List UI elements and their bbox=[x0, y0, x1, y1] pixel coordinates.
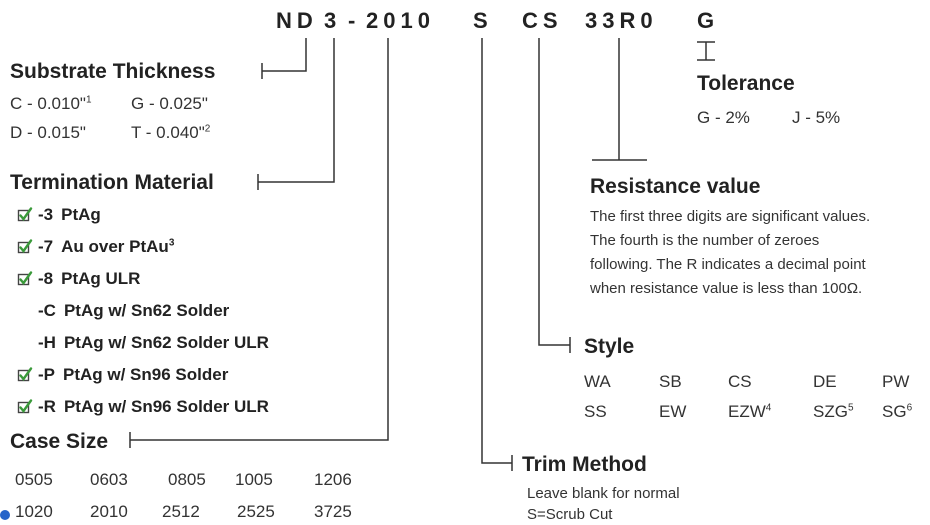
checkbox-checked-icon bbox=[17, 399, 33, 414]
style-ew: EW bbox=[659, 402, 687, 421]
case-size-0805: 0805 bbox=[168, 470, 206, 489]
resistance-line-3: following. The R indicates a decimal poi… bbox=[590, 256, 866, 273]
termination-item: -H PtAg w/ Sn62 Solder ULR bbox=[38, 333, 269, 353]
code-case: 2010 bbox=[366, 8, 435, 33]
substrate-c: C - 0.010"1 bbox=[10, 94, 92, 113]
termination-item: -3 PtAg bbox=[38, 205, 101, 225]
termination-code: -P bbox=[38, 365, 55, 384]
tolerance-title: Tolerance bbox=[697, 72, 795, 95]
case-size-2525: 2525 bbox=[237, 502, 275, 521]
termination-label: PtAg w/ Sn62 Solder ULR bbox=[63, 333, 269, 352]
style-pw: PW bbox=[882, 372, 910, 391]
trim-title: Trim Method bbox=[522, 453, 647, 476]
code-separator: - bbox=[348, 8, 361, 33]
resistance-title: Resistance value bbox=[590, 175, 761, 198]
trim-line-2: S=Scrub Cut bbox=[527, 506, 613, 523]
style-de: DE bbox=[813, 372, 837, 391]
termination-title: Termination Material bbox=[10, 171, 214, 194]
tolerance-g: G - 2% bbox=[697, 108, 750, 127]
termination-code: -H bbox=[38, 333, 56, 352]
style-sg: SG6 bbox=[882, 402, 913, 421]
substrate-title: Substrate Thickness bbox=[10, 60, 216, 83]
termination-item: -C PtAg w/ Sn62 Solder bbox=[38, 301, 229, 321]
style-sb: SB bbox=[659, 372, 682, 391]
connector-case bbox=[130, 38, 389, 441]
termination-code: -C bbox=[38, 301, 56, 320]
checkbox-checked-icon bbox=[17, 271, 33, 286]
termination-code: -8 bbox=[38, 269, 54, 288]
checkbox-checked-icon bbox=[17, 239, 33, 254]
case-size-3725: 3725 bbox=[314, 502, 352, 521]
style-ezw: EZW4 bbox=[728, 402, 772, 421]
style-wa: WA bbox=[584, 372, 611, 391]
code-tolerance: G bbox=[697, 8, 720, 33]
termination-code: -3 bbox=[38, 205, 54, 224]
case-size-title: Case Size bbox=[10, 430, 109, 453]
termination-item: -7 Au over PtAu3 bbox=[38, 237, 174, 257]
connector-termination bbox=[258, 38, 335, 183]
case-size-1020: 1020 bbox=[15, 502, 53, 521]
resistance-line-1: The first three digits are significant v… bbox=[590, 208, 871, 225]
case-size-2010: 2010 bbox=[90, 502, 128, 521]
code-substrate: 3 bbox=[324, 8, 342, 33]
code-prefix: ND bbox=[276, 8, 318, 33]
case-size-1206: 1206 bbox=[314, 470, 352, 489]
code-trim: S bbox=[473, 8, 493, 33]
termination-item: -8 PtAg ULR bbox=[38, 269, 140, 289]
substrate-g: G - 0.025" bbox=[131, 94, 208, 113]
resistance-line-4: when resistance value is less than 100Ω. bbox=[590, 280, 863, 297]
termination-label: PtAg ULR bbox=[61, 269, 141, 288]
termination-label: PtAg w/ Sn96 Solder ULR bbox=[63, 397, 269, 416]
case-size-0505: 0505 bbox=[15, 470, 53, 489]
case-size-2512: 2512 bbox=[162, 502, 200, 521]
termination-note: 3 bbox=[168, 237, 175, 249]
connector-trim bbox=[481, 38, 512, 464]
checkbox-checked-icon bbox=[17, 207, 33, 222]
style-title: Style bbox=[584, 335, 635, 358]
termination-item: -R PtAg w/ Sn96 Solder ULR bbox=[38, 397, 269, 417]
blue-dot-icon bbox=[0, 510, 10, 520]
termination-label: PtAg w/ Sn62 Solder bbox=[63, 301, 230, 320]
substrate-t: T - 0.040"2 bbox=[131, 123, 211, 142]
style-szg: SZG5 bbox=[813, 402, 854, 421]
connector-substrate bbox=[262, 38, 307, 72]
resistance-line-2: The fourth is the number of zeroes bbox=[590, 232, 820, 249]
substrate-d: D - 0.015" bbox=[10, 123, 86, 142]
termination-label: Au over PtAu bbox=[61, 237, 169, 256]
style-ss: SS bbox=[584, 402, 607, 421]
checkbox-checked-icon bbox=[17, 367, 33, 382]
code-style: CS bbox=[522, 8, 563, 33]
trim-line-1: Leave blank for normal bbox=[527, 485, 680, 502]
case-size-0603: 0603 bbox=[90, 470, 128, 489]
termination-label: PtAg bbox=[61, 205, 101, 224]
termination-label: PtAg w/ Sn96 Solder bbox=[63, 365, 229, 384]
termination-item: -P PtAg w/ Sn96 Solder bbox=[38, 365, 228, 385]
code-value: 33R0 bbox=[585, 8, 658, 33]
case-size-1005: 1005 bbox=[235, 470, 273, 489]
tolerance-j: J - 5% bbox=[792, 108, 841, 127]
termination-code: -R bbox=[38, 397, 56, 416]
connector-style bbox=[538, 38, 570, 346]
termination-code: -7 bbox=[38, 237, 54, 256]
style-cs: CS bbox=[728, 372, 752, 391]
